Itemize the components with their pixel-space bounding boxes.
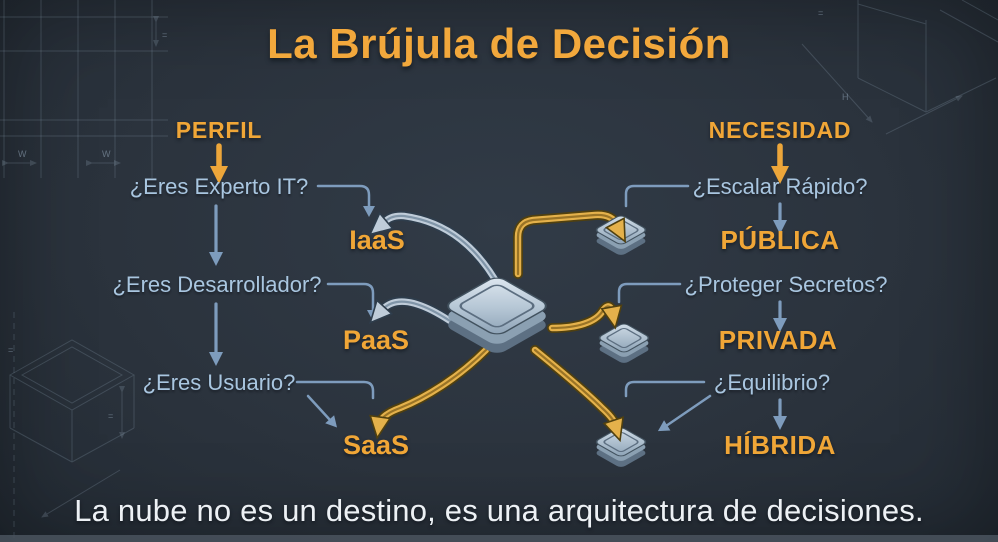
- pipe-arrowheads: [368, 211, 626, 443]
- blueprint-eq-label-4: =: [108, 411, 113, 421]
- necesidad-header: NECESIDAD: [708, 117, 852, 143]
- label-paas: PaaS: [342, 325, 410, 355]
- blueprint-w-label-2: W: [102, 149, 111, 159]
- line-equilibrio-corner: [624, 380, 706, 398]
- connector-lines: [295, 184, 712, 428]
- blueprint-h-label: H: [842, 92, 849, 102]
- blueprint-w-label-1: W: [18, 149, 27, 159]
- bottom-edge-strip: [0, 535, 998, 542]
- blueprint-grid-topleft: W W =: [0, 0, 168, 178]
- blueprint-eq-label-2: =: [818, 8, 823, 18]
- footer-caption: La nube no es un destino, es una arquite…: [74, 493, 924, 528]
- line-user-to-saas: [306, 394, 332, 422]
- answer-hibrida: HÍBRIDA: [724, 430, 836, 460]
- blueprint-eq-label-1: =: [162, 30, 167, 40]
- label-iaas: IaaS: [349, 225, 405, 255]
- answer-privada: PRIVADA: [718, 325, 838, 355]
- line-equilibrio-to-box3: [664, 394, 712, 428]
- answer-publica: PÚBLICA: [720, 225, 840, 255]
- blueprint-eq-label-3: =: [8, 345, 13, 355]
- blueprint-isobox-topright: H =: [801, 0, 998, 135]
- column-arrows: [209, 143, 789, 432]
- line-user-corner: [295, 380, 375, 400]
- cloud-chip: [447, 277, 547, 353]
- line-expert-to-iaas: [316, 184, 371, 208]
- node-hibrida: [595, 427, 647, 467]
- question-equilibrio: ¿Equilibrio?: [713, 370, 831, 395]
- page-title: La Brújula de Decisión: [267, 20, 731, 67]
- question-escalar: ¿Escalar Rápido?: [692, 174, 868, 199]
- label-saas: SaaS: [342, 430, 410, 460]
- line-box2-to-proteger: [617, 282, 682, 304]
- line-dev-to-paas: [326, 282, 375, 312]
- question-desarrollador: ¿Eres Desarrollador?: [112, 272, 322, 297]
- blueprint-openbox-bottomleft: = =: [8, 312, 136, 540]
- line-box1-to-escalar: [624, 184, 690, 208]
- question-usuario: ¿Eres Usuario?: [142, 370, 296, 395]
- question-proteger: ¿Proteger Secretos?: [684, 272, 888, 297]
- question-experto-it: ¿Eres Experto IT?: [129, 174, 309, 199]
- node-privada: [598, 323, 650, 363]
- perfil-header: PERFIL: [175, 117, 263, 143]
